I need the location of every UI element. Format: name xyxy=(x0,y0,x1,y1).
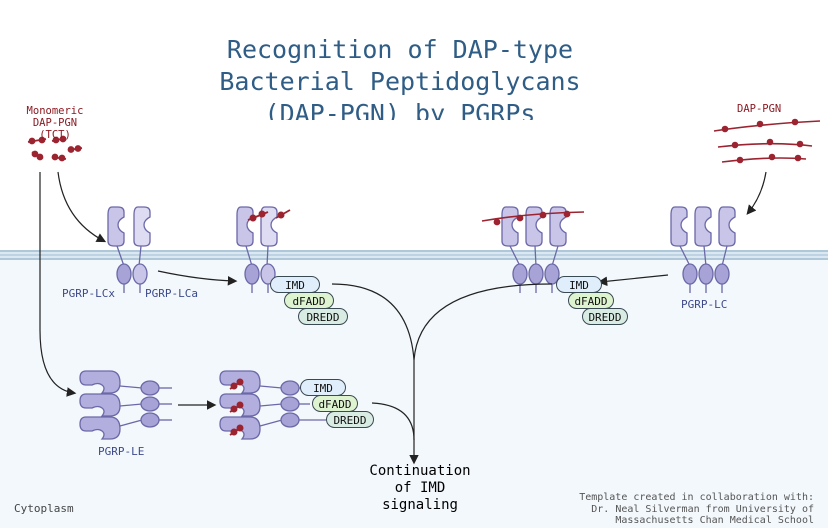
credit-line-1: Template created in collaboration with: xyxy=(579,492,814,503)
outcome-line-2: of IMD xyxy=(394,480,446,496)
title-line-2: Bacterial Peptidoglycans xyxy=(219,67,581,96)
title-line-3: (DAP-PGN) by PGRPs xyxy=(264,99,536,120)
tct-bound-fragment xyxy=(247,209,291,222)
pgrp-lcx-lca-dimer xyxy=(107,206,151,293)
outcome-line-3: signaling xyxy=(382,497,458,513)
pgrp-le-label: PGRP-LE xyxy=(98,445,145,458)
outcome-line-1: Continuation xyxy=(369,463,471,479)
dap-pgn-bound-polymer xyxy=(481,210,585,226)
pgrp-lcx-label: PGRP-LCx xyxy=(62,287,115,300)
imd-signaling-outcome: Continuation of IMD signaling xyxy=(355,463,485,514)
tct-fragments xyxy=(27,135,83,162)
title-line-1: Recognition of DAP-type xyxy=(226,35,574,64)
imd-adaptor-lca: IMD xyxy=(270,276,320,293)
cytoplasm-label: Cytoplasm xyxy=(14,502,74,515)
pgrp-le-complex xyxy=(79,370,172,440)
credit-line-3: Massachusetts Chan Medical School xyxy=(615,515,814,526)
dredd-adaptor-lca: DREDD xyxy=(298,308,348,325)
tct-label-line-2: DAP-PGN xyxy=(32,117,78,129)
dfadd-adaptor-lc: dFADD xyxy=(568,292,614,309)
dap-pgn-label: DAP-PGN xyxy=(737,103,782,115)
template-credit: Template created in collaboration with: … xyxy=(494,492,814,527)
pgrp-lc-label: PGRP-LC xyxy=(681,298,728,311)
credit-line-2: Dr. Neal Silverman from University of xyxy=(591,503,814,515)
dredd-adaptor-lc: DREDD xyxy=(582,308,628,325)
dap-pgn-polymer xyxy=(713,118,821,164)
tct-label: Monomeric DAP-PGN (TCT) xyxy=(14,105,96,141)
pathway-arrows xyxy=(39,171,767,465)
tct-le-bound xyxy=(229,378,244,436)
tct-label-line-1: Monomeric xyxy=(26,105,84,117)
dredd-adaptor-le: DREDD xyxy=(326,411,374,428)
imd-adaptor-le: IMD xyxy=(300,379,346,396)
pgrp-lc-unbound-cluster xyxy=(670,206,736,293)
diagram-title: Recognition of DAP-type Bacterial Peptid… xyxy=(150,34,650,120)
dfadd-adaptor-le: dFADD xyxy=(312,395,358,412)
imd-adaptor-lc: IMD xyxy=(556,276,602,293)
pgrp-lca-label: PGRP-LCa xyxy=(145,287,198,300)
dfadd-adaptor-lca: dFADD xyxy=(284,292,334,309)
tct-label-line-3: (TCT) xyxy=(39,129,71,141)
pgrp-lcx-lca-bound-dimer xyxy=(236,206,278,293)
